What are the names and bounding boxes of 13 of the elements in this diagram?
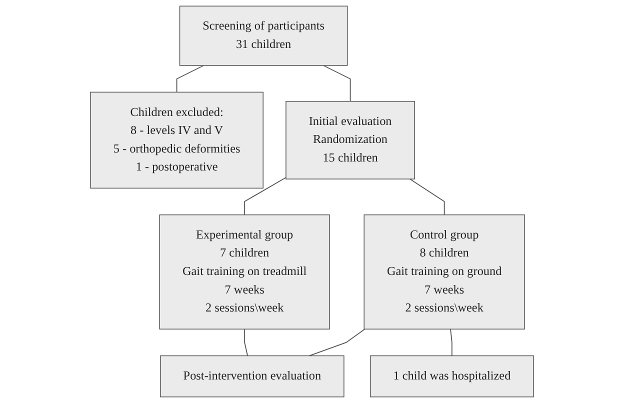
connector	[308, 328, 366, 356]
connector	[409, 178, 445, 216]
connector	[244, 328, 248, 356]
node-box: Screening of participants 31 children	[179, 6, 348, 66]
node-box: Control group 8 children Gait training on ground 7 weeks 2 sessions\week	[364, 214, 525, 330]
node-box: Children excluded: 8 - levels IV and V 5 - orthopedic deformities 1 - postoperative	[90, 92, 264, 189]
node-box: Post-intervention evaluation	[160, 355, 344, 398]
connector	[450, 328, 452, 356]
node-box: Initial evaluation Randomization 15 children	[286, 100, 415, 180]
connector	[244, 177, 286, 216]
connector	[176, 65, 204, 93]
node-box: 1 child was hospitalized	[370, 355, 534, 398]
node-box: Experimental group 7 children Gait training on treadmill 7 weeks 2 sessions\week	[159, 214, 330, 330]
